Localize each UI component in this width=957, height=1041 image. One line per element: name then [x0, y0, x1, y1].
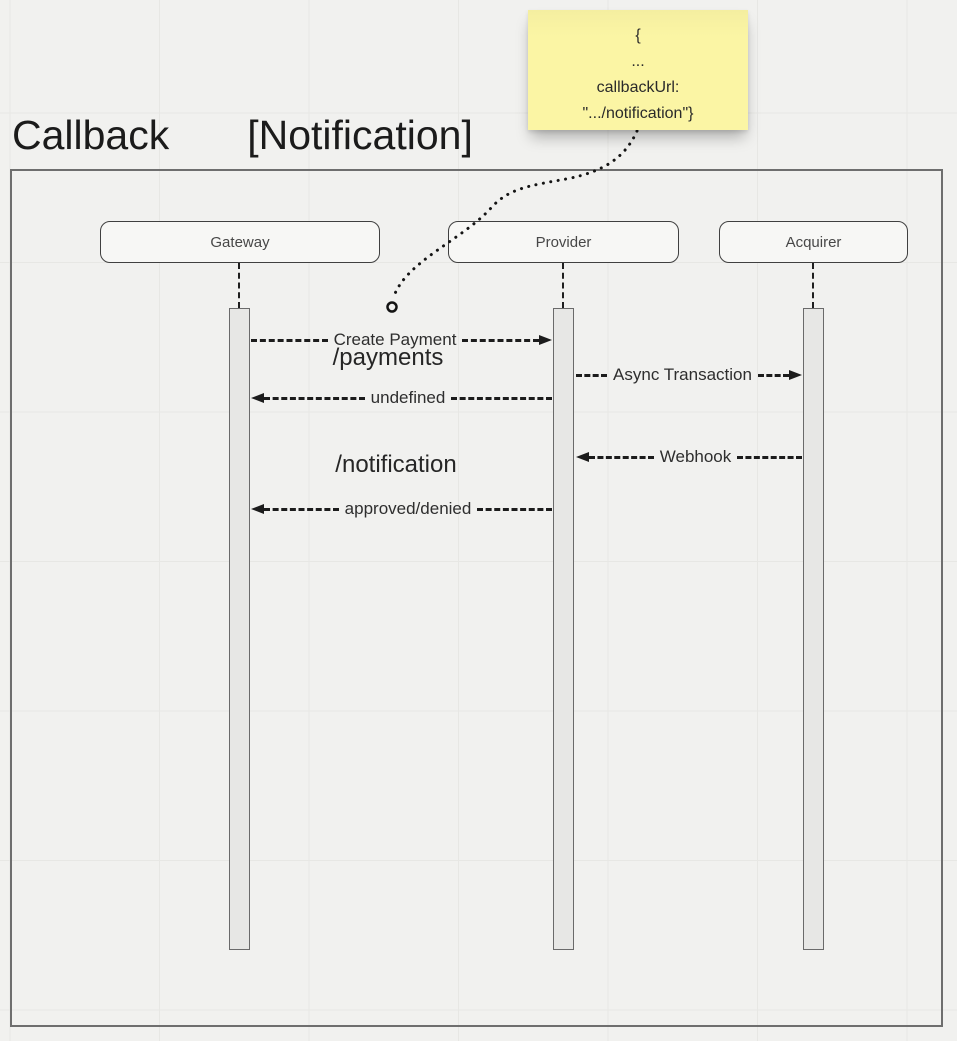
message-create-payment-label: Create Payment: [333, 330, 457, 349]
annotation-payments[interactable]: /payments: [332, 344, 444, 371]
activation-bar-provider[interactable]: [553, 308, 574, 950]
dash-line: [757, 373, 789, 377]
dash-line: [264, 396, 365, 400]
arrowhead-right-icon: [789, 370, 802, 380]
actor-provider-label: Provider: [535, 233, 592, 251]
page-title-main: Callback: [12, 112, 170, 158]
sticky-note[interactable]: { ... callbackUrl: ".../notification"}: [528, 10, 748, 130]
page-title-bracket: [Notification]: [247, 112, 473, 158]
dash-line: [589, 455, 654, 459]
message-undefined[interactable]: undefined: [251, 386, 552, 410]
actor-gateway[interactable]: Gateway: [100, 221, 380, 263]
dash-line: [576, 373, 608, 377]
message-create-payment[interactable]: Create Payment: [251, 328, 552, 352]
page-title[interactable]: Callback [Notification]: [12, 111, 473, 159]
message-approved-denied[interactable]: approved/denied: [251, 497, 553, 521]
actor-acquirer[interactable]: Acquirer: [719, 221, 908, 263]
dash-line: [251, 338, 328, 342]
dash-line: [462, 338, 539, 342]
diagram-frame[interactable]: [10, 169, 943, 1027]
message-undefined-label: undefined: [370, 388, 446, 407]
message-async-transaction-label: Async Transaction: [613, 365, 752, 384]
dash-line: [264, 507, 339, 511]
dash-line: [737, 455, 803, 459]
sticky-note-line: callbackUrl:: [596, 79, 680, 96]
activation-bar-gateway[interactable]: [229, 308, 250, 950]
message-webhook-label: Webhook: [659, 447, 732, 466]
lifeline-provider: [562, 263, 564, 308]
message-async-transaction[interactable]: Async Transaction: [576, 363, 802, 387]
arrowhead-left-icon: [251, 504, 264, 514]
message-approved-denied-label: approved/denied: [344, 499, 472, 518]
actor-provider[interactable]: Provider: [448, 221, 679, 263]
dash-line: [451, 396, 552, 400]
arrowhead-right-icon: [539, 335, 552, 345]
activation-bar-acquirer[interactable]: [803, 308, 824, 950]
sticky-note-line: ...: [631, 53, 645, 70]
lifeline-acquirer: [812, 263, 814, 308]
lifeline-gateway: [238, 263, 240, 308]
dash-line: [477, 507, 553, 511]
sticky-note-line: {: [635, 27, 641, 44]
arrowhead-left-icon: [576, 452, 589, 462]
note-connector-line[interactable]: [391, 129, 639, 301]
actor-acquirer-label: Acquirer: [785, 233, 842, 251]
message-webhook[interactable]: Webhook: [576, 445, 803, 469]
actor-gateway-label: Gateway: [210, 233, 270, 251]
annotation-notification[interactable]: /notification: [335, 451, 457, 478]
sticky-note-line: ".../notification"}: [582, 105, 694, 122]
arrowhead-left-icon: [251, 393, 264, 403]
